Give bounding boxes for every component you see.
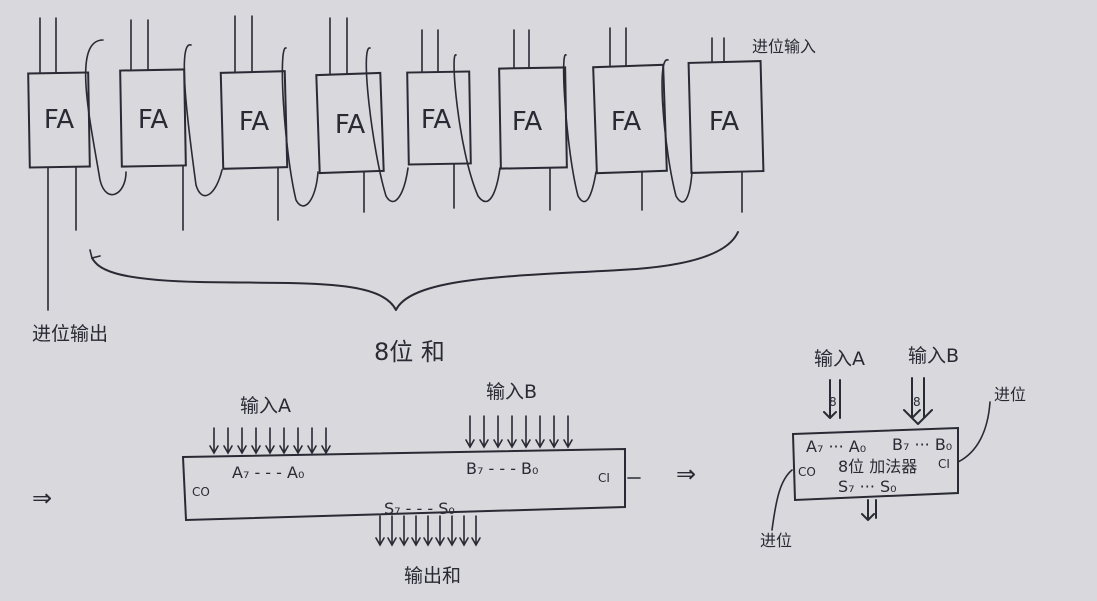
fa-label-7: FA xyxy=(611,107,642,137)
fa-label-5: FA xyxy=(421,105,452,135)
compact-carry-out-label: 进位 xyxy=(760,531,792,550)
sum-brace-hook xyxy=(89,249,101,259)
compact-output-arrow xyxy=(861,499,877,521)
bus-arrow-a xyxy=(823,379,841,419)
bus-arrow-b xyxy=(903,377,933,425)
carry-chain-wires xyxy=(84,39,693,207)
carry-in-label-top: 进位输入 xyxy=(752,37,816,56)
input-b-label: 输入B xyxy=(486,381,537,403)
bus-width-a: 8 xyxy=(829,395,837,409)
compact-adder-box xyxy=(791,426,959,502)
compact-s-bits: S₇ ··· S₀ xyxy=(838,477,897,496)
full-adder-cell-5: FA xyxy=(406,29,472,209)
full-adder-cell-3: FA xyxy=(219,15,289,221)
compact-ci-pin: CI xyxy=(938,457,950,471)
output-sum-label: 输出和 xyxy=(404,565,461,587)
compact-input-b-label: 输入B xyxy=(908,345,959,367)
wide-adder-box xyxy=(181,447,626,522)
carry-out-pin: CO xyxy=(192,485,210,499)
fa-label-3: FA xyxy=(239,107,270,137)
sum-label: 8位 和 xyxy=(374,338,445,366)
input-a-arrows xyxy=(209,427,331,455)
carry-out-lead xyxy=(771,469,793,531)
full-adder-chain: FA FA FA FA xyxy=(27,15,816,366)
compact-a-bits: A₇ ··· A₀ xyxy=(806,437,866,456)
carry-out-label-top: 进位输出 xyxy=(32,323,108,345)
full-adder-cell-4: FA xyxy=(315,17,385,213)
carry-in-lead xyxy=(957,401,991,463)
compact-carry-in-label: 进位 xyxy=(994,385,1026,404)
carry-in-pin: CI xyxy=(598,471,610,485)
full-adder-cell-6: FA xyxy=(498,29,568,211)
compact-b-bits: B₇ ··· B₀ xyxy=(892,435,952,454)
bus-width-b: 8 xyxy=(913,395,921,409)
compact-adder-title: 8位 加法器 xyxy=(838,457,917,476)
sum-brace xyxy=(91,231,739,311)
fa-label-6: FA xyxy=(512,107,543,137)
full-adder-cell-7: FA xyxy=(592,27,668,211)
compact-adder-symbol: ⇒ 输入A 输入B 8 8 A₇ ··· A₀ B₇ ··· B₀ 8位 加法器… xyxy=(676,345,1026,550)
transform-arrow-1: ⇒ xyxy=(32,484,52,512)
compact-co-pin: CO xyxy=(798,465,816,479)
fa-label-1: FA xyxy=(44,105,75,135)
b-bits-label: B₇ - - - B₀ xyxy=(466,459,538,478)
output-sum-arrows xyxy=(375,515,481,547)
input-a-label: 输入A xyxy=(240,395,291,417)
fa-label-4: FA xyxy=(335,110,366,140)
full-adder-cell-1: FA xyxy=(27,17,91,311)
full-adder-cell-2: FA xyxy=(119,19,187,231)
fa-label-2: FA xyxy=(138,105,169,135)
s-bits-label: S₇ - - - S₀ xyxy=(384,499,455,518)
wide-adder-block: ⇒ 输入A 输入B A₇ - - - A₀ B₇ - xyxy=(32,381,641,587)
a-bits-label: A₇ - - - A₀ xyxy=(232,463,304,482)
full-adder-cell-8: FA xyxy=(687,37,765,213)
compact-input-a-label: 输入A xyxy=(814,348,865,370)
fa-label-8: FA xyxy=(709,107,740,137)
input-b-arrows xyxy=(465,415,573,449)
transform-arrow-2: ⇒ xyxy=(676,460,696,488)
